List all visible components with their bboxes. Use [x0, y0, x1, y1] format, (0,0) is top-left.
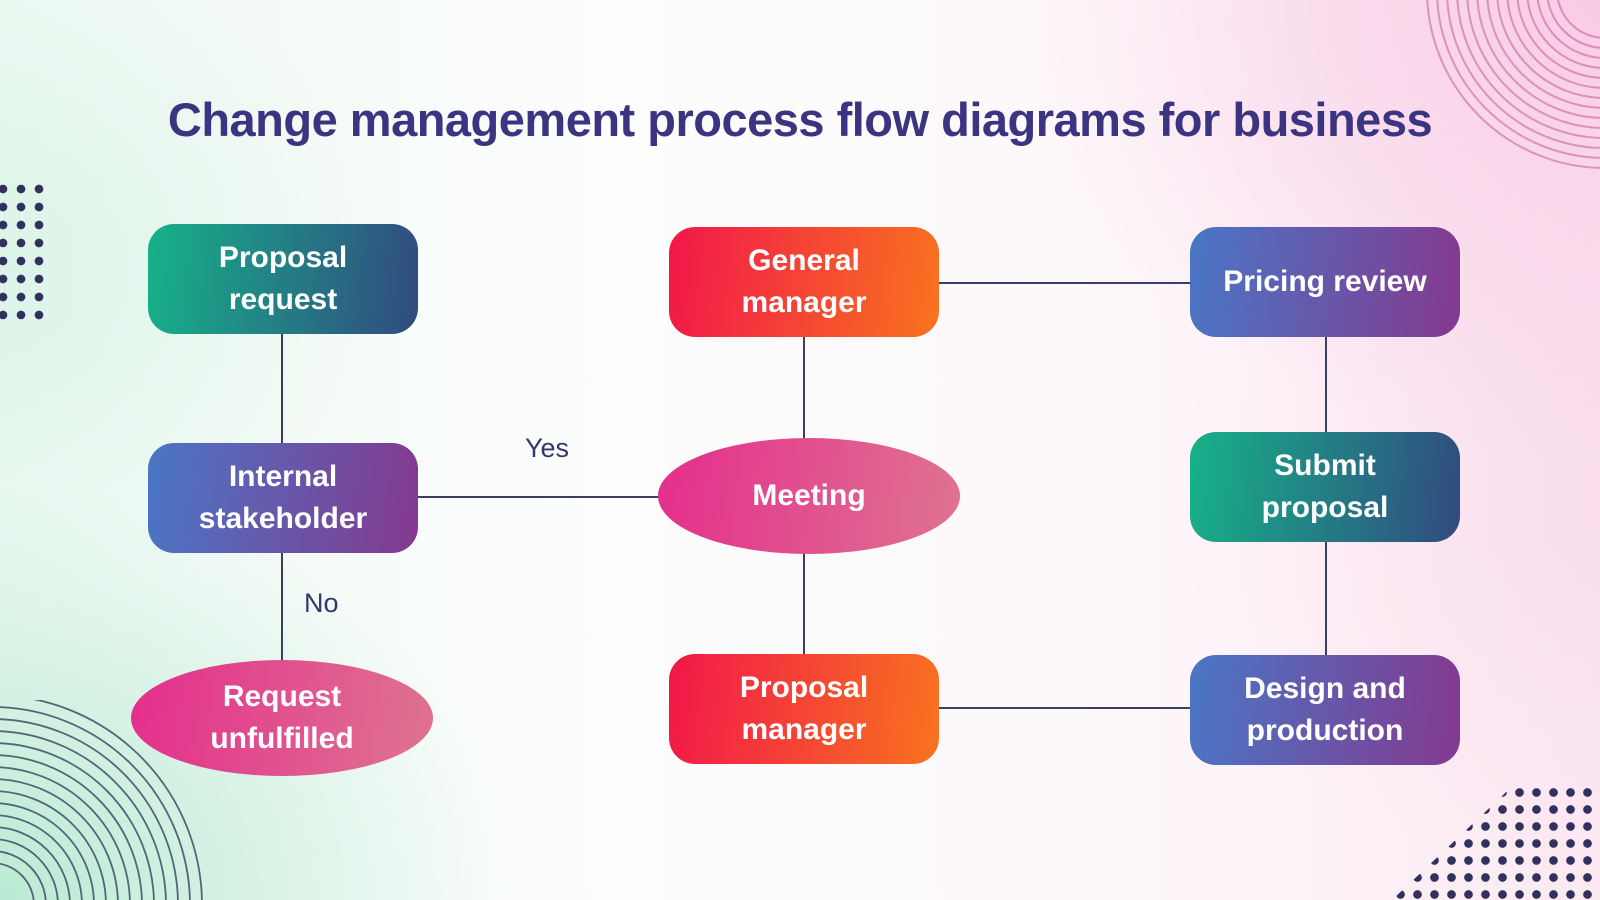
- node-label: Internal stakeholder: [198, 460, 368, 535]
- node-label: Meeting: [752, 479, 866, 512]
- node-general-manager: General manager: [669, 227, 939, 337]
- node-label: Proposal manager: [739, 671, 869, 746]
- node-submit-proposal: Submit proposal: [1190, 432, 1460, 542]
- edge-label-yes: Yes: [525, 433, 570, 463]
- node-pricing-review: Pricing review: [1190, 227, 1460, 337]
- connector-proposal-manager-to-design-production: [938, 707, 1191, 709]
- connector-internal-stakeholder-to-meeting: [417, 496, 660, 498]
- node-label: Request unfulfilled: [210, 680, 354, 755]
- connector-internal-stakeholder-to-request-unfulfilled: [281, 553, 283, 661]
- node-internal-stakeholder: Internal stakeholder: [148, 443, 418, 553]
- node-request-unfulfilled: Request unfulfilled: [131, 660, 433, 776]
- dot-grid-left: [0, 180, 48, 326]
- connector-general-manager-to-meeting: [803, 336, 805, 440]
- connector-proposal-request-to-internal-stakeholder: [281, 334, 283, 443]
- connector-submit-proposal-to-design-production: [1325, 541, 1327, 656]
- node-label: Submit proposal: [1261, 449, 1389, 524]
- node-label: Pricing review: [1223, 265, 1427, 298]
- connector-pricing-review-to-submit-proposal: [1325, 336, 1327, 433]
- page-title: Change management process flow diagrams …: [167, 93, 1433, 146]
- connector-general-manager-to-pricing-review: [938, 282, 1191, 284]
- node-proposal-manager: Proposal manager: [669, 654, 939, 764]
- node-label: Proposal request: [218, 241, 348, 316]
- node-proposal-request: Proposal request: [148, 224, 418, 334]
- node-label: Design and production: [1244, 672, 1406, 747]
- node-design-production: Design and production: [1190, 655, 1460, 765]
- edge-label-no: No: [304, 588, 339, 618]
- node-label: General manager: [741, 244, 867, 319]
- node-meeting: Meeting: [658, 438, 960, 554]
- connector-meeting-to-proposal-manager: [803, 553, 805, 655]
